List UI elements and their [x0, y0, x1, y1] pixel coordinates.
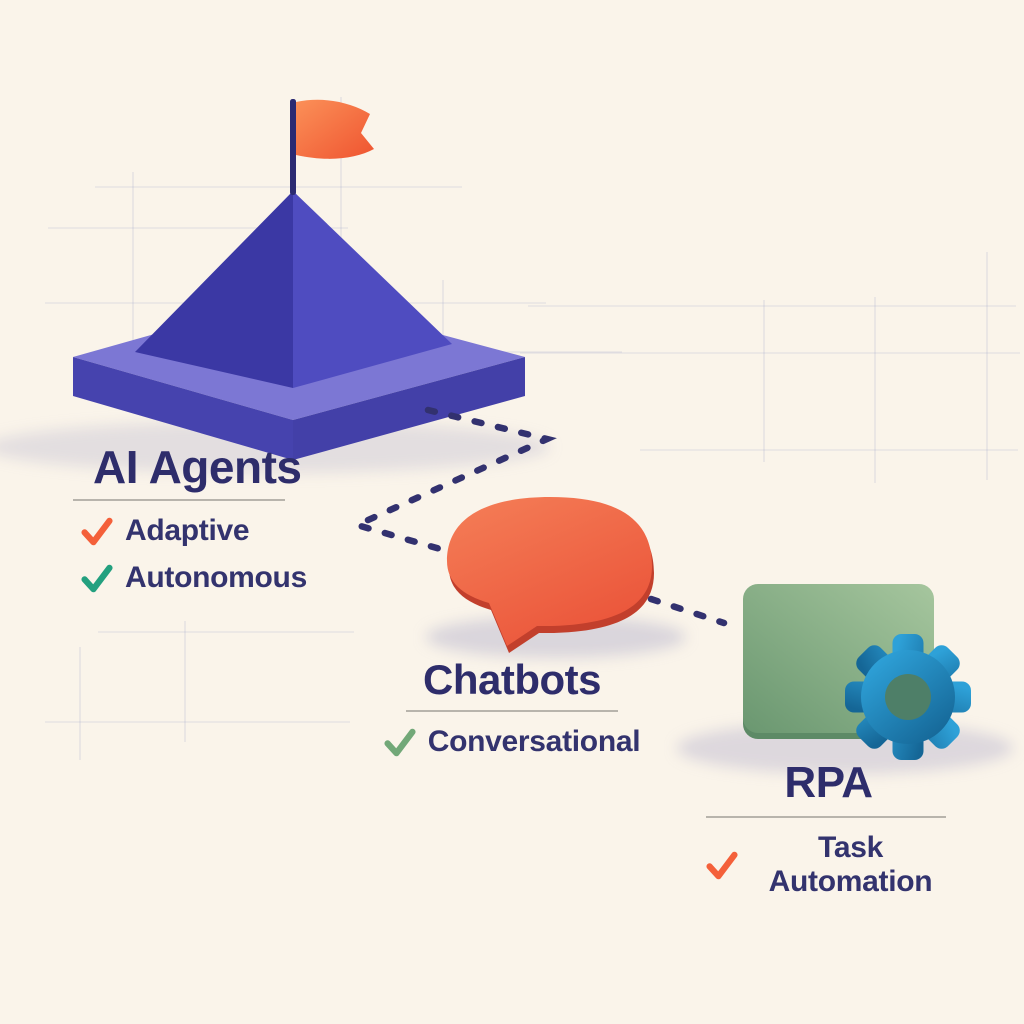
check-icon	[706, 851, 738, 879]
gear-icon	[845, 634, 971, 760]
section-chatbots: Chatbots Conversational	[384, 656, 641, 759]
title-underline	[706, 816, 946, 818]
title-underline	[73, 499, 285, 501]
feature-label: Adaptive	[125, 514, 250, 547]
feature-label: Autonomous	[125, 561, 307, 594]
section-title: Chatbots	[423, 656, 602, 703]
check-icon	[81, 517, 113, 545]
title-underline	[406, 710, 618, 712]
check-icon	[384, 728, 416, 756]
section-title: AI Agents	[93, 441, 302, 493]
feature-label: Task Automation	[768, 831, 933, 898]
pyramid-left-face	[135, 191, 293, 388]
section-rpa: RPA Task Automation	[706, 761, 951, 899]
flag-icon	[290, 99, 374, 195]
bubble-body	[447, 497, 652, 646]
gear-hole	[885, 674, 931, 720]
platform-left-face	[73, 357, 293, 460]
feature-row: Adaptive	[73, 514, 333, 548]
check-icon	[81, 564, 113, 592]
mountain-pyramid-icon	[135, 191, 452, 388]
speech-bubble-icon	[447, 497, 654, 653]
section-ai-agents: AI Agents Adaptive Autonomous	[73, 444, 333, 595]
flag-cloth	[296, 99, 374, 159]
dotted-path-segment-2	[647, 595, 728, 627]
platform-right-face	[293, 357, 525, 460]
flag-pole	[290, 99, 296, 195]
pyramid-right-face	[293, 191, 452, 388]
feature-row: Conversational	[384, 725, 641, 759]
feature-row: Task Automation	[706, 831, 951, 899]
feature-row: Autonomous	[73, 561, 333, 595]
section-title: RPA	[784, 758, 873, 807]
feature-label: Conversational	[427, 725, 641, 758]
